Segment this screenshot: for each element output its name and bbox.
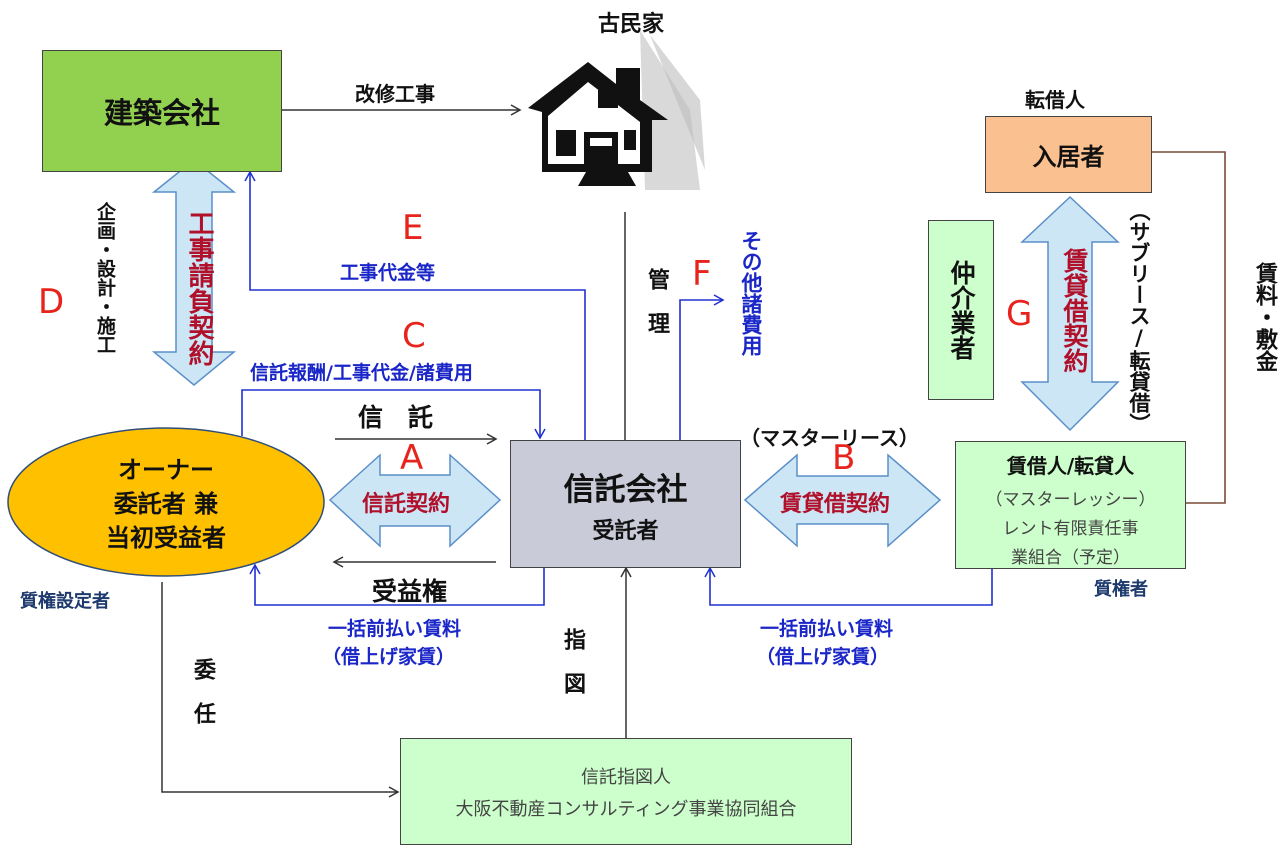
pledgee-label: 質権者 [1094, 579, 1148, 600]
pledgor-label: 質権設定者 [20, 591, 110, 612]
prepaid-rent-lessee-line [704, 566, 993, 606]
trust-contract-label: 信託契約 [362, 492, 451, 517]
management-label: 管 理 [644, 268, 669, 334]
prepaid-rent-b-label: 一括前払い賃料 [760, 618, 894, 640]
trustee-label: 受託者 [592, 518, 659, 544]
lessee-master-lessee: （マスターレッシー） [985, 490, 1156, 510]
trust-director-title: 信託指図人 [581, 766, 671, 788]
tenant-box: 入居者 [985, 116, 1152, 193]
letter-d: D [38, 282, 65, 322]
construction-company-box: 建築会社 [42, 50, 282, 172]
owner-trustor-label: 委託者 兼 [113, 490, 219, 518]
beneficiary-right-label: 受益権 [372, 577, 448, 606]
broker-label: 仲介業者 [947, 260, 976, 360]
trust-director-name: 大阪不動産コンサルティング事業協同組合 [455, 798, 797, 820]
lease-contract-label: 賃貸借契約 [780, 492, 891, 517]
prepaid-rent-label: 一括前払い賃料 [328, 618, 462, 640]
lessee-company-line1: レント有限責任事 [1002, 519, 1139, 539]
lease-contract-g-label: 賃貸借契約 [1060, 248, 1089, 373]
letter-a: A [400, 438, 424, 478]
trust-company-label: 信託会社 [563, 471, 688, 508]
construction-contract-arrow [151, 159, 237, 386]
renovation-label: 改修工事 [355, 82, 435, 106]
rent-deposit-label: 賃料・敷金 [1252, 262, 1277, 372]
other-costs-label: その他諸費用 [739, 230, 763, 356]
lease-contract-g-arrow [1020, 195, 1120, 432]
instruction-label: 指 図 [560, 628, 585, 694]
owner-ellipse [7, 427, 325, 577]
trust-director-box: 信託指図人 大阪不動産コンサルティング事業協同組合 [400, 738, 852, 845]
construction-contract-label: 工事請負契約 [184, 210, 214, 366]
letter-g: G [1006, 294, 1033, 334]
lessee-box: 賃借人/転貸人 （マスターレッシー） レント有限責任事 業組合（予定） [955, 441, 1186, 569]
owner-label: オーナー [118, 456, 214, 484]
letter-e: E [402, 208, 424, 248]
broker-box: 仲介業者 [928, 220, 994, 400]
lessee-title: 賃借人/転貸人 [1006, 454, 1135, 478]
borrowed-rent-b-label: （借上げ家賃） [756, 646, 890, 668]
lessee-company-line2: 業組合（予定） [1011, 548, 1130, 568]
master-lease-label: （マスターリース） [740, 426, 919, 450]
house-icon [528, 30, 705, 190]
letter-c: C [402, 316, 426, 356]
payment-c-line [241, 389, 546, 440]
mandate-line [161, 582, 400, 798]
tenant-role-label: 転借人 [1025, 88, 1085, 112]
construction-company-label: 建築会社 [103, 96, 220, 130]
mandate-label: 委 任 [190, 658, 215, 724]
trust-fees-label: 信託報酬/工事代金/諸費用 [250, 362, 473, 384]
trust-company-box: 信託会社 受託者 [510, 440, 741, 568]
trust-contract-arrow [328, 453, 502, 548]
letter-f: F [692, 254, 712, 294]
payment-f-line [679, 294, 725, 440]
tenant-label: 入居者 [1032, 143, 1105, 171]
planning-label: 企画・設計・施工 [94, 202, 116, 354]
lease-contract-arrow [743, 453, 942, 548]
letter-b: B [832, 438, 856, 478]
borrowed-rent-label: （借上げ家賃） [322, 646, 456, 668]
house-label: 古民家 [598, 12, 665, 37]
prepaid-rent-owner-line [249, 563, 545, 606]
trust-label: 信 託 [358, 403, 434, 432]
sublease-label: （サブリース/転貸借） [1127, 200, 1151, 434]
owner-beneficiary-label: 当初受益者 [106, 524, 226, 552]
rent-deposit-line [1152, 151, 1226, 509]
construction-payment-label: 工事代金等 [340, 262, 436, 284]
payment-e-line [244, 170, 586, 440]
